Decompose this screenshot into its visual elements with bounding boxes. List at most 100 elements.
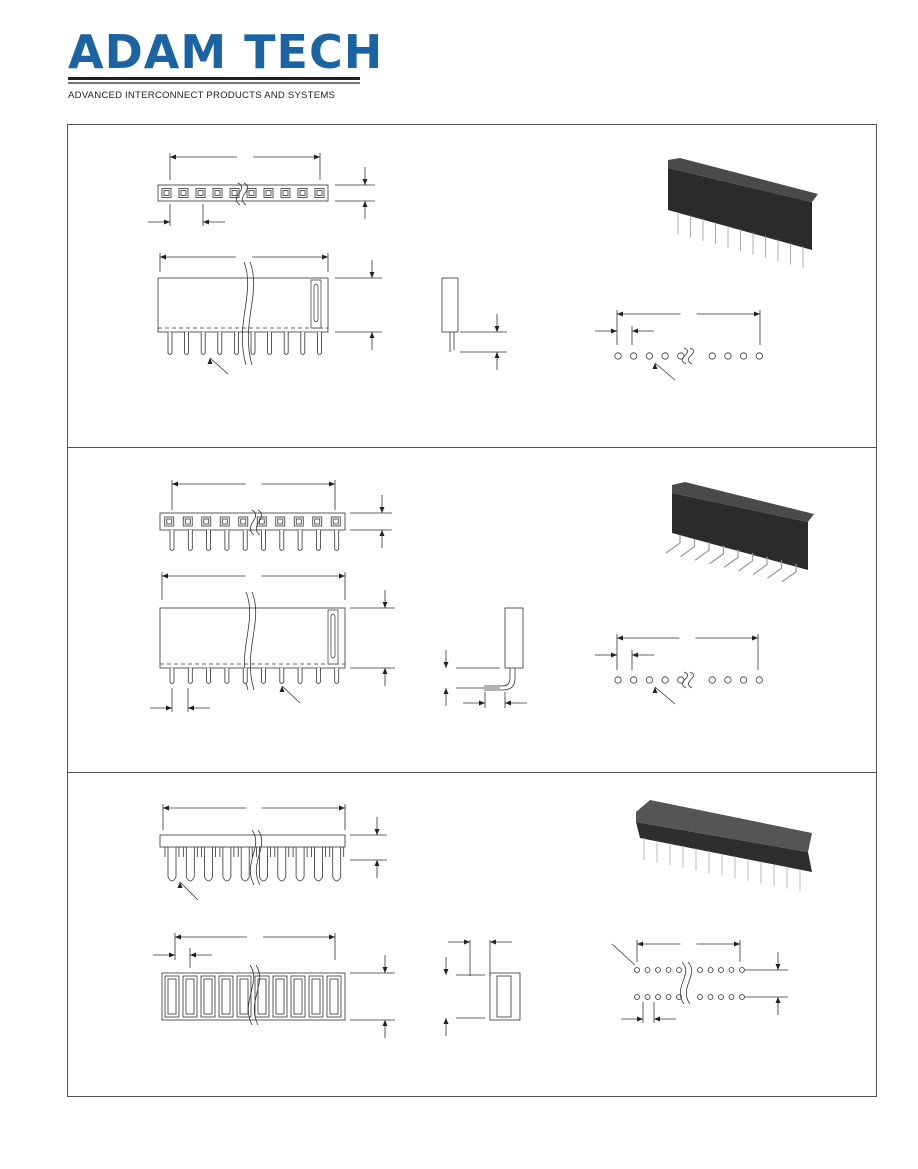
contact-cavity-inner: [180, 190, 187, 196]
pin: [334, 530, 340, 551]
pcb-hole: [718, 967, 724, 973]
pin: [184, 332, 189, 355]
arrow-head-icon: [611, 328, 617, 334]
pin: [187, 668, 193, 684]
arrow-head-icon: [490, 939, 496, 945]
leader-line: [654, 686, 676, 705]
u-contact: [182, 847, 198, 882]
pcb-hole: [728, 994, 735, 1000]
pcb-hole: [739, 352, 748, 360]
pin: [242, 668, 248, 684]
photo-pin: [680, 538, 696, 558]
arrow-head-icon: [382, 668, 388, 674]
pcb-hole: [676, 967, 682, 973]
pin: [279, 530, 285, 551]
arrow-head-icon: [314, 154, 320, 160]
break-line: [249, 509, 263, 536]
arrow-head-icon: [188, 705, 194, 711]
arrow-head-icon: [775, 964, 781, 970]
pcb-hole: [661, 676, 669, 684]
contact-cavity-inner: [282, 190, 289, 196]
connector-end-view: [504, 607, 524, 669]
pcb-hole: [644, 967, 651, 973]
pin: [316, 530, 321, 551]
arrow-head-icon: [505, 700, 511, 706]
arrow-head-icon: [160, 254, 166, 260]
leader-line: [209, 357, 229, 375]
arrow-head-icon: [654, 1016, 660, 1022]
contact-slot-inner: [257, 978, 267, 1015]
pcb-hole: [644, 994, 651, 1000]
pcb-hole: [661, 352, 669, 360]
break-line: [681, 671, 695, 689]
contact-cavity-inner: [265, 190, 272, 196]
pcb-hole: [739, 994, 745, 1000]
photo-pin: [781, 563, 797, 583]
arrow-head-icon: [443, 662, 449, 668]
u-contact: [256, 847, 271, 882]
arrow-head-icon: [443, 688, 449, 694]
u-contact: [292, 847, 308, 882]
contact-cavity-inner: [295, 518, 302, 525]
end-slot: [496, 975, 512, 1018]
arrow-head-icon: [339, 805, 345, 811]
arrow-head-icon: [637, 941, 643, 947]
contact-cavity-inner: [248, 190, 255, 196]
u-contact: [219, 847, 235, 882]
pin: [224, 668, 230, 684]
arrow-head-icon: [172, 481, 178, 487]
arrow-head-icon: [170, 154, 176, 160]
arrow-head-icon: [369, 332, 375, 338]
leader-line: [611, 943, 636, 966]
pcb-hole: [655, 994, 661, 1000]
pin: [200, 332, 206, 355]
break-line: [247, 964, 261, 1026]
product-photo-front: [668, 168, 812, 250]
contact-slot-inner: [203, 978, 213, 1015]
arrow-head-icon: [752, 635, 758, 641]
contact-slot-inner: [293, 978, 303, 1015]
arrow-head-icon: [611, 652, 617, 658]
pin: [169, 530, 175, 551]
u-contact: [237, 847, 253, 882]
arrow-head-icon: [379, 507, 385, 513]
pin: [267, 332, 272, 355]
leader-line: [654, 362, 676, 381]
arrow-head-icon: [734, 941, 740, 947]
pin: [242, 530, 248, 551]
pcb-hole: [665, 967, 672, 973]
arrow-head-icon: [494, 326, 500, 332]
contact-cavity-inner: [197, 190, 204, 196]
photo-pin: [694, 542, 710, 561]
pcb-hole: [724, 676, 732, 684]
pcb-hole: [708, 676, 716, 684]
contact-slot-inner: [275, 978, 285, 1015]
arrow-head-icon: [374, 860, 380, 866]
pin: [234, 332, 239, 355]
arrow-head-icon: [279, 686, 285, 692]
contact-cavity-inner: [240, 518, 247, 525]
pcb-hole: [655, 967, 661, 973]
contact-slot-inner: [221, 978, 231, 1015]
u-contact: [329, 847, 345, 882]
pin: [217, 332, 223, 355]
arrow-head-icon: [166, 705, 172, 711]
pcb-hole: [614, 676, 622, 684]
pin: [300, 332, 306, 355]
break-line: [235, 182, 249, 206]
arrow-head-icon: [652, 687, 658, 693]
pcb-hole: [697, 967, 703, 973]
pin: [317, 332, 322, 355]
connector-top-view: [159, 834, 346, 848]
contact-cavity-inner: [299, 190, 306, 196]
pcb-hole: [697, 994, 703, 1000]
break-line: [681, 347, 695, 365]
pin: [250, 332, 256, 355]
drawing-frame: [67, 124, 877, 1097]
photo-pin: [767, 560, 783, 579]
pin: [169, 668, 175, 684]
arrow-head-icon: [443, 1018, 449, 1024]
product-photo-top: [668, 158, 818, 202]
connector-end-view: [441, 277, 459, 333]
arrow-head-icon: [203, 219, 209, 225]
